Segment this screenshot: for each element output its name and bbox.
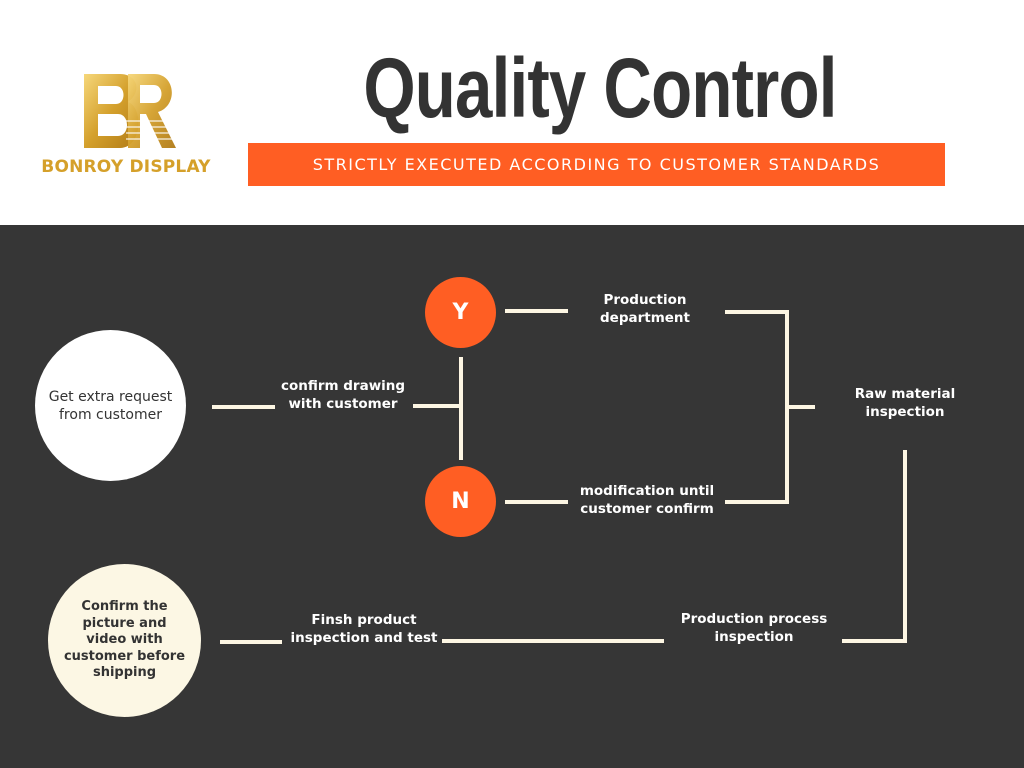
- no-node-label: N: [451, 489, 470, 514]
- end-node-label: Confirm the picture and video with custo…: [63, 599, 186, 681]
- production-process-label: Production process inspection: [680, 611, 828, 645]
- subtitle-banner: STRICTLY EXECUTED ACCORDING TO CUSTOMER …: [248, 143, 945, 186]
- header: BONROY DISPLAY Quality Control STRICTLY …: [0, 0, 1024, 225]
- connector-merge-to-raw: [785, 405, 815, 409]
- no-node: N: [425, 466, 496, 537]
- finish-product-label: Finsh product inspection and test: [290, 612, 438, 646]
- modification-label: modification until customer confirm: [579, 483, 715, 517]
- yes-node-label: Y: [452, 300, 469, 325]
- connector-modification-out: [725, 500, 789, 504]
- connector-branch-vertical: [459, 357, 463, 460]
- production-department-label: Production department: [600, 292, 690, 326]
- connector-raw-to-process: [842, 639, 907, 643]
- confirm-drawing-label: confirm drawing with customer: [280, 378, 406, 412]
- start-node: Get extra request from customer: [35, 330, 186, 481]
- yes-node: Y: [425, 277, 496, 348]
- connector-finish-to-end: [220, 640, 282, 644]
- page-title: Quality Control: [363, 41, 837, 135]
- start-node-label: Get extra request from customer: [48, 388, 173, 423]
- logo-text: BONROY DISPLAY: [41, 157, 211, 177]
- connector-raw-vertical: [903, 450, 907, 643]
- connector-start-to-confirm: [212, 405, 275, 409]
- end-node: Confirm the picture and video with custo…: [48, 564, 201, 717]
- bonroy-logo-icon: [84, 74, 180, 148]
- connector-process-to-finish: [442, 639, 664, 643]
- banner-text: STRICTLY EXECUTED ACCORDING TO CUSTOMER …: [312, 155, 881, 174]
- connector-confirm-to-branch: [413, 404, 461, 408]
- raw-material-label: Raw material inspection: [854, 386, 956, 420]
- connector-production-out: [725, 310, 789, 314]
- connector-y-to-production: [505, 309, 568, 313]
- connector-n-to-modification: [505, 500, 568, 504]
